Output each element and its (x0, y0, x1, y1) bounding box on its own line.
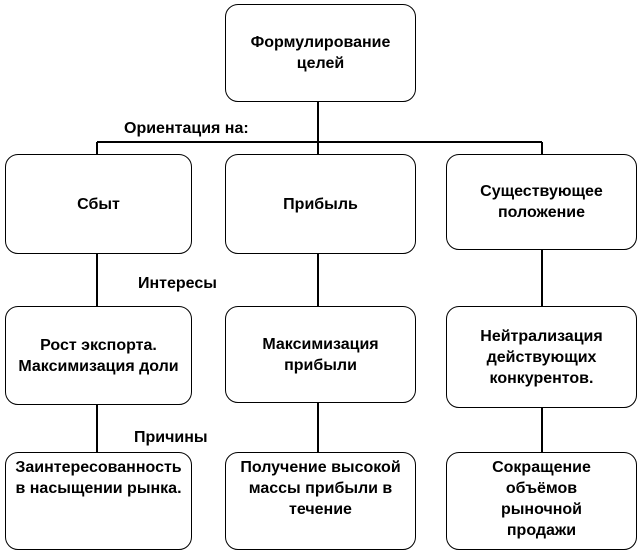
reason-box-existing: Сокращение объёмов рыночной продажи (446, 452, 637, 550)
interest-profit-text: Максимизация прибыли (262, 335, 379, 374)
interest-box-existing: Нейтрализация действующих конкурентов. (446, 306, 637, 408)
interest-box-profit: Максимизация прибыли (225, 306, 416, 403)
reason-existing-text: Сокращение объёмов рыночной продажи (492, 459, 591, 539)
reason-box-profit: Получение высокой массы прибыли в течени… (225, 452, 416, 550)
interests-label: Интересы (138, 275, 217, 292)
interest-sales-text: Рост экспорта. Максимизация доли (18, 336, 179, 375)
interest-box-sales: Рост экспорта. Максимизация доли (5, 306, 192, 405)
orientation-label: Ориентация на: (124, 120, 249, 137)
interest-existing-text: Нейтрализация действующих конкурентов. (480, 327, 603, 387)
reason-profit-text: Получение высокой массы прибыли в течени… (240, 459, 401, 518)
reasons-label: Причины (134, 429, 208, 446)
orientation-sales-text: Сбыт (77, 195, 120, 213)
orientation-profit-text: Прибыль (283, 195, 358, 213)
orientation-box-sales: Сбыт (5, 154, 192, 254)
reason-box-sales: Заинтересованность в насыщении рынка. (5, 452, 192, 550)
orientation-box-existing: Существующее положение (446, 154, 637, 250)
orientation-existing-text: Существующее положение (480, 183, 603, 221)
orientation-box-profit: Прибыль (225, 154, 416, 254)
reason-sales-text: Заинтересованность в насыщении рынка. (15, 459, 182, 497)
goal-formulation-box: Формулирование целей (225, 4, 416, 102)
goal-formulation-text: Формулирование целей (250, 34, 391, 72)
